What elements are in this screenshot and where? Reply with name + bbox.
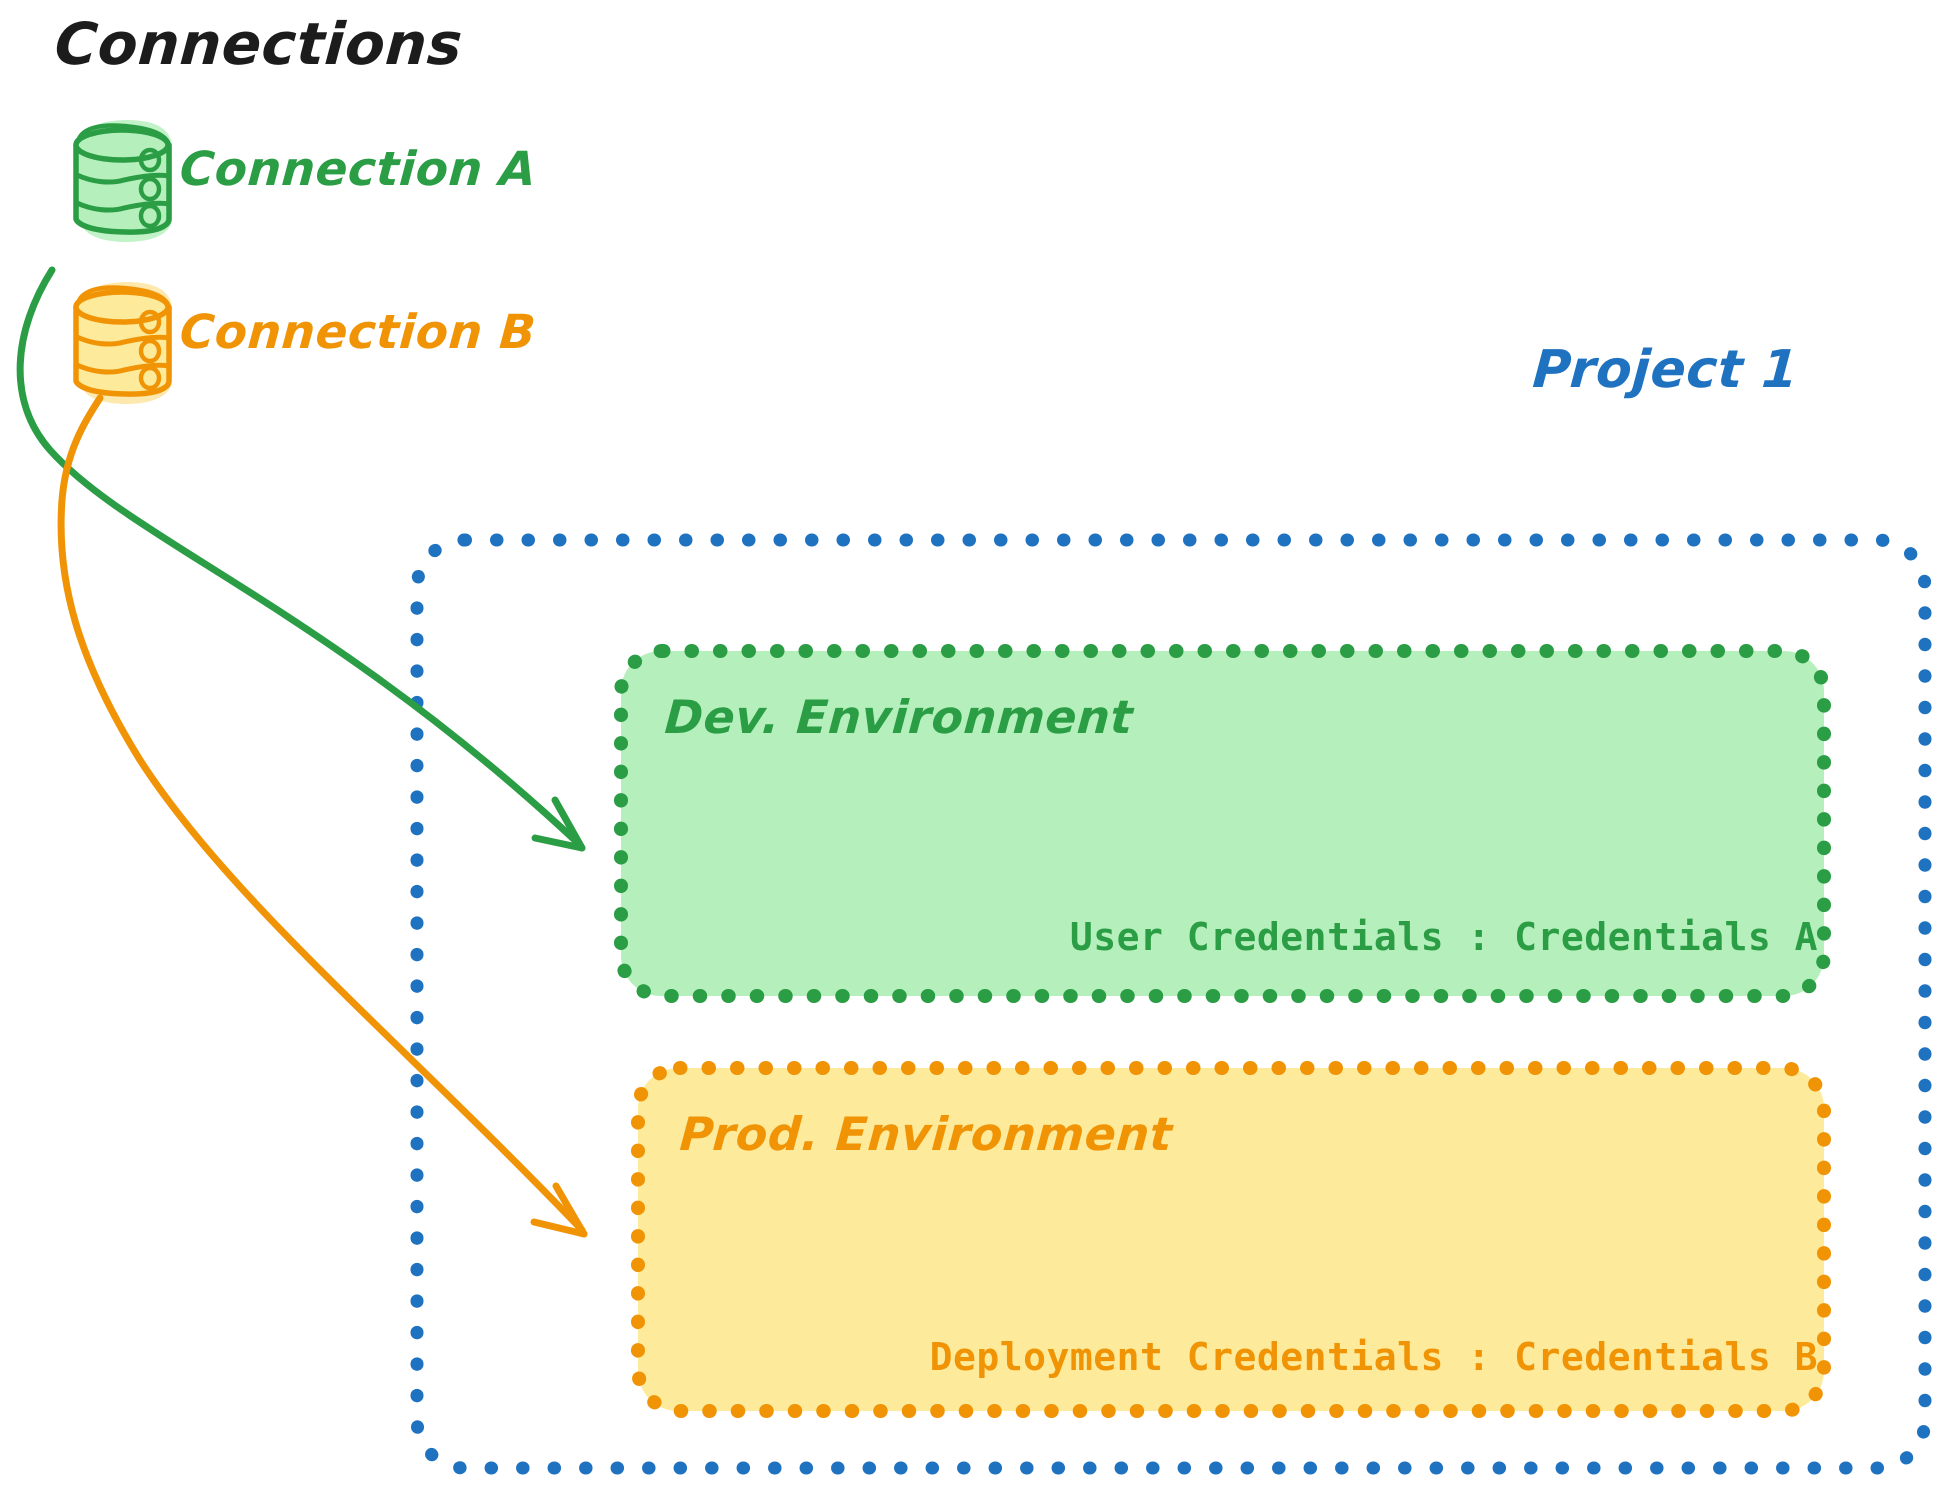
- dev-environment-dotted-border: [614, 644, 1831, 1003]
- prod-environment-title: Prod. Environment: [678, 1107, 1175, 1161]
- dev-environment-title: Dev. Environment: [663, 690, 1135, 744]
- project-dotted-border: [410, 533, 1932, 1475]
- connection-a-database-icon: [73, 120, 172, 242]
- dev-environment-background: [621, 651, 1824, 996]
- dev-environment-credentials: User Credentials : Credentials A: [1069, 915, 1818, 959]
- connection-b-database-icon: [73, 282, 172, 404]
- arrow-connection-b-to-prod: [57, 394, 588, 1238]
- prod-environment-background: [638, 1068, 1824, 1411]
- project-title: Project 1: [1530, 340, 1801, 400]
- connection-a-label: Connection A: [178, 142, 539, 197]
- arrow-connection-a-to-dev: [16, 266, 586, 852]
- connection-b-label: Connection B: [178, 305, 538, 360]
- connections-heading: Connections: [52, 10, 465, 78]
- prod-environment-credentials: Deployment Credentials : Credentials B: [929, 1335, 1818, 1379]
- prod-environment-dotted-border: [631, 1061, 1831, 1418]
